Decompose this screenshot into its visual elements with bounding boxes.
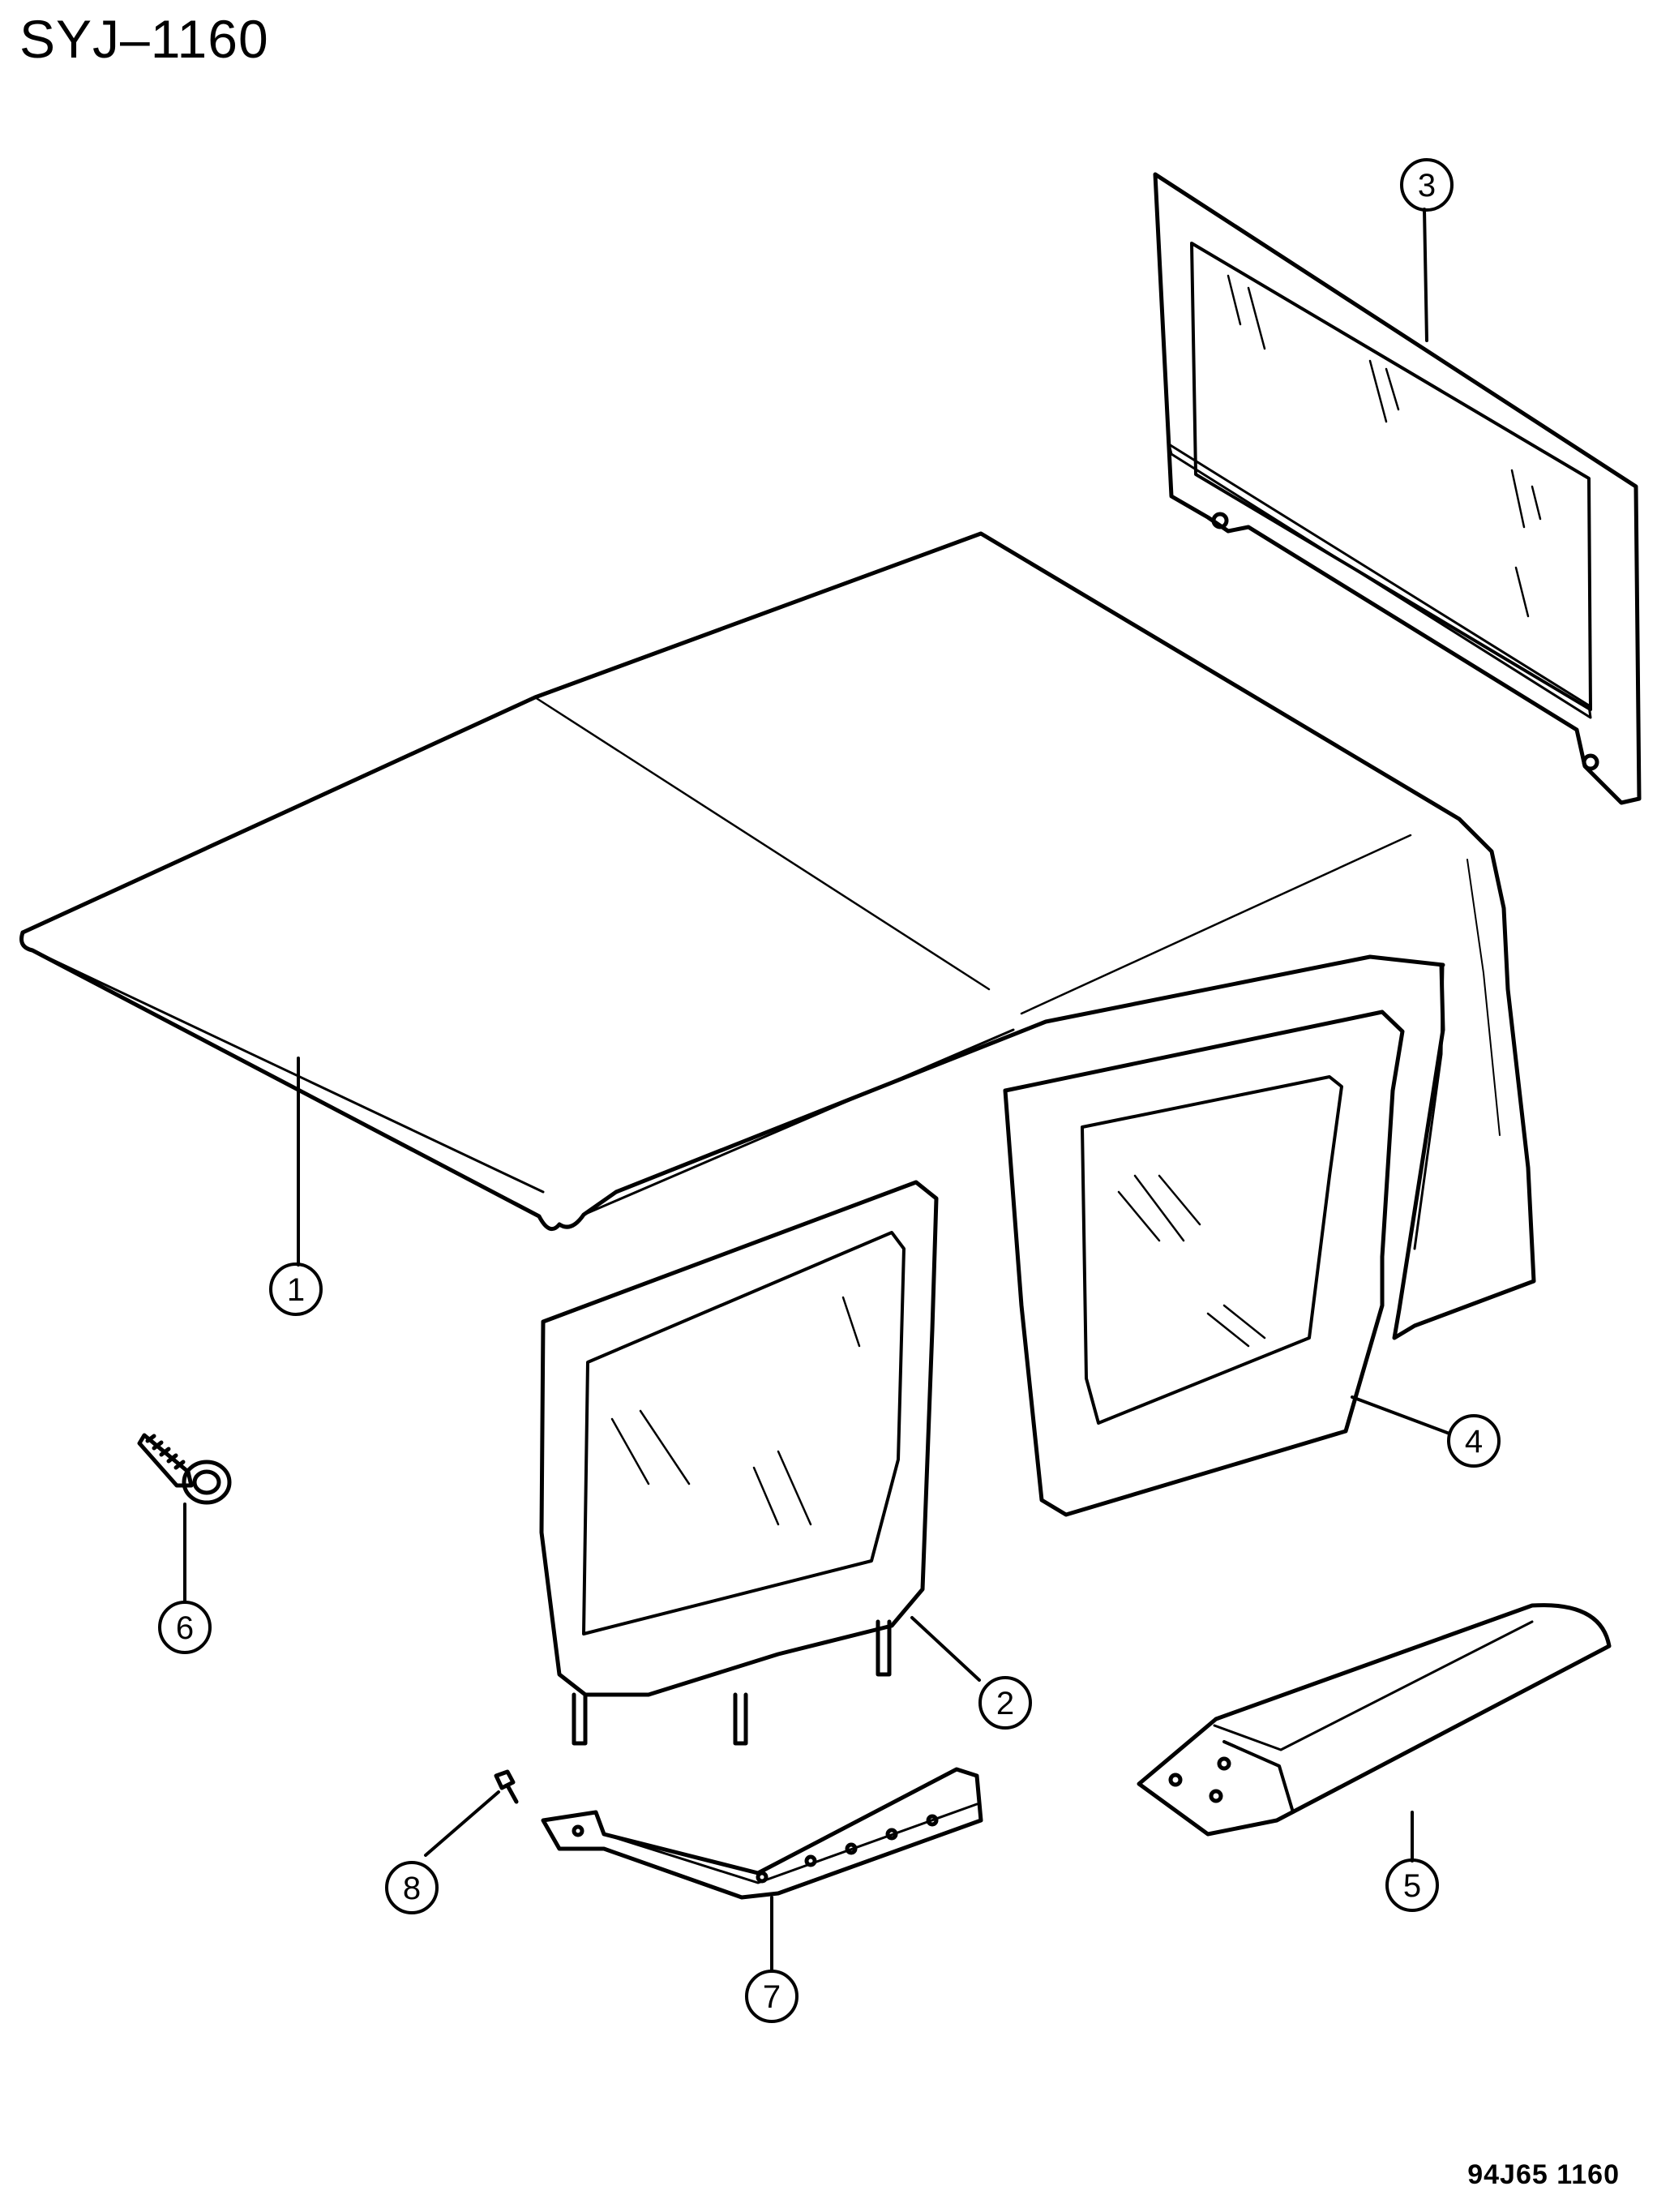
right-side-window-panel [1003,1010,1405,1517]
storage-boot [1137,1603,1612,1837]
callout-label: 2 [996,1686,1014,1721]
callout-label: 6 [176,1610,194,1646]
callout-label: 5 [1403,1868,1421,1904]
push-fastener [494,1769,519,1804]
diagram-title: SYJ–1160 [19,9,269,69]
callout-labels: 1 2 3 4 5 6 7 8 [176,168,1483,2015]
callout-label: 1 [287,1272,305,1308]
diagram-code: 94J65 1160 [1467,2159,1620,2190]
callout-label: 7 [763,1979,781,2015]
left-side-door-window [539,1180,939,1746]
retainer-bracket [541,1767,983,1900]
callout-label: 8 [403,1871,421,1906]
leader-lines [183,208,1451,1972]
screw [137,1433,232,1505]
callout-circles [158,158,1501,2023]
soft-top-fabric [19,531,1536,1340]
callout-label: 3 [1418,168,1436,204]
rear-window-panel [1153,172,1642,805]
callout-label: 4 [1465,1424,1483,1460]
